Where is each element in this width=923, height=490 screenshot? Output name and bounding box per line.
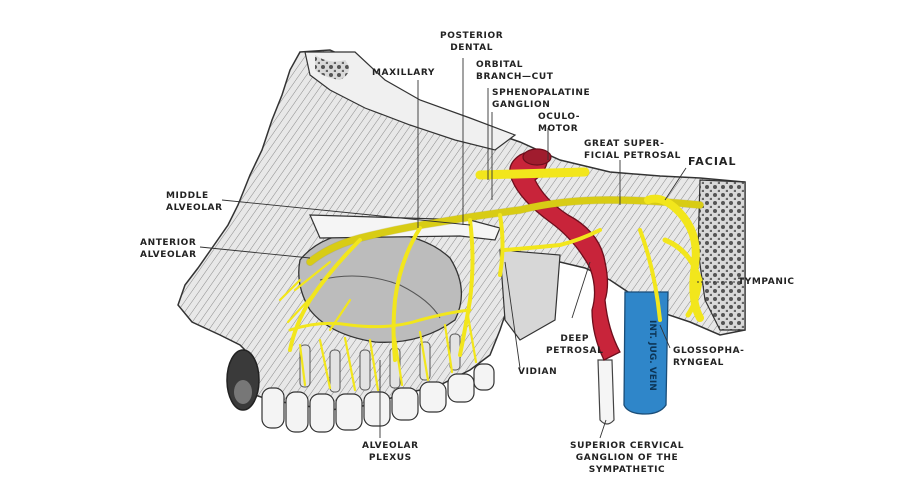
leader-lines <box>199 58 735 439</box>
label-middle-alveolar: MIDDLE ALVEOLAR <box>166 191 223 213</box>
label-tympanic: TYMPANIC <box>738 277 795 287</box>
artery-cut-end <box>522 148 552 166</box>
label-posterior-dental: POSTERIOR DENTAL <box>440 31 504 53</box>
label-great-superficial-petrosal: GREAT SUPER- FICIAL PETROSAL <box>584 139 681 161</box>
vein-label: INT. JUG. VEIN <box>647 320 657 391</box>
label-vidian: VIDIAN <box>518 367 558 377</box>
nerve-network <box>278 167 704 392</box>
label-anterior-alveolar: ANTERIOR ALVEOLAR <box>140 238 197 260</box>
jugular-vein: INT. JUG. VEIN <box>623 291 669 415</box>
sympathetic-trunk <box>597 359 615 425</box>
label-orbital-branch: ORBITAL BRANCH—CUT <box>476 60 554 82</box>
label-maxillary: MAXILLARY <box>372 68 435 78</box>
label-superior-cervical-ganglion: SUPERIOR CERVICAL GANGLION OF THE SYMPAT… <box>570 441 685 475</box>
label-facial: FACIAL <box>688 155 737 168</box>
label-glossopharyngeal: GLOSSOPHA- RYNGEAL <box>673 346 745 368</box>
skull-bone <box>177 49 746 433</box>
label-oculomotor: OCULO- MOTOR <box>538 112 581 134</box>
carotid-artery <box>509 149 621 361</box>
label-alveolar-plexus: ALVEOLAR PLEXUS <box>362 441 419 463</box>
label-deep-petrosal: DEEP PETROSAL <box>546 334 604 356</box>
label-sphenopalatine-ganglion: SPHENOPALATINE GANGLION <box>492 88 591 110</box>
